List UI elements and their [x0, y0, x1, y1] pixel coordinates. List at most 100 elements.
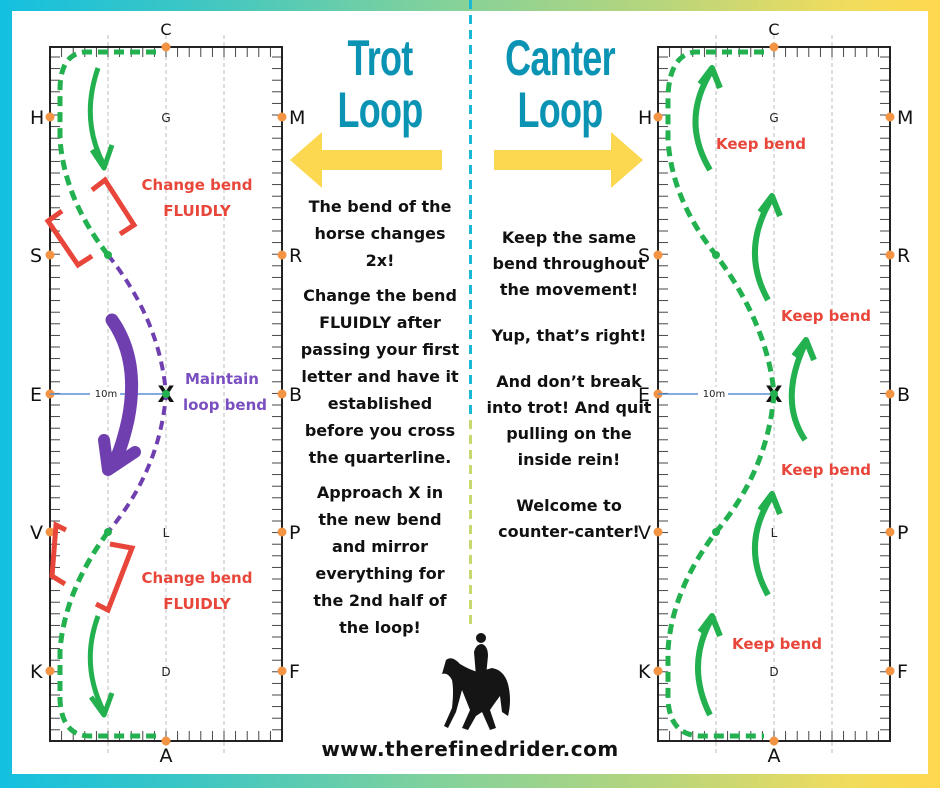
horse-body [442, 658, 510, 730]
canter-arrow-4-head [757, 491, 783, 516]
trot-waypoint [104, 251, 112, 259]
trot-marker-C [161, 42, 171, 52]
canter-letter-R: R [897, 245, 910, 267]
trot-purple-arrow [105, 313, 139, 472]
trot-path-green-top [57, 49, 156, 257]
canter-title: Canter Loop [502, 32, 617, 136]
canter-arrow-3 [788, 340, 809, 442]
canter-marker-M [885, 112, 895, 122]
canter-arena: HMGSREBVPLKFDCA10mX [638, 20, 913, 767]
canter-paragraph: And don’t break into trot! And quit pull… [486, 372, 652, 469]
trot-letter-V: V [30, 522, 43, 544]
trot-paragraph: Approach X in the new bend and mirror ev… [313, 483, 447, 637]
canter-marker-V [653, 527, 663, 537]
trot-letter-R: R [289, 245, 302, 267]
trot-paragraph: Change the bend FLUIDLY after passing yo… [300, 286, 460, 467]
canter-arrow-5 [695, 616, 715, 717]
trot-paragraph: The bend of the horse changes 2x! [308, 197, 452, 270]
canter-letter-F: F [897, 661, 908, 683]
arrow-left-icon [290, 132, 442, 188]
canter-arrow-5-head [697, 613, 723, 638]
canter-paragraph: Welcome to counter-canter! [498, 496, 640, 541]
trot-annotation-change-bend-2: Change bend [142, 569, 253, 587]
trot-letter-M: M [289, 107, 305, 129]
canter-arrow-1-head [697, 65, 723, 90]
canter-letter-M: M [897, 107, 913, 129]
canter-annotation-keep-bend-3: Keep bend [781, 461, 871, 479]
trot-annotation-maintain: Maintain [185, 370, 259, 388]
canter-letter-P: P [897, 522, 908, 544]
trot-letter-F: F [289, 661, 300, 683]
canter-distance-bg [698, 387, 728, 399]
rider-body [474, 644, 488, 676]
canter-marker-R [885, 250, 895, 260]
trot-title-line2: Loop [337, 82, 423, 138]
canter-paragraph: Yup, that’s right! [491, 326, 647, 345]
canter-marker-P [885, 527, 895, 537]
canter-waypoint [770, 390, 778, 398]
canter-letter-B: B [897, 384, 910, 406]
canter-arrow-3-head [791, 337, 817, 362]
trot-marker-H [45, 112, 55, 122]
trot-waypoint [104, 528, 112, 536]
trot-letter-C: C [160, 20, 171, 39]
canter-letter-C: C [768, 20, 779, 39]
arrow-right-icon [494, 132, 643, 188]
trot-letter-K: K [30, 661, 43, 683]
trot-annotation-loop-bend: loop bend [183, 396, 267, 414]
trot-letter-L: L [163, 526, 170, 540]
canter-waypoint [712, 528, 720, 536]
canter-description: Keep the same bend throughout the moveme… [484, 225, 654, 553]
canter-marker-K [653, 666, 663, 676]
trot-bracket-left-top [44, 208, 94, 269]
trot-marker-P [277, 527, 287, 537]
canter-letter-G: G [769, 111, 778, 125]
center-divider-lower [469, 420, 472, 630]
trot-marker-F [277, 666, 287, 676]
trot-letter-P: P [289, 522, 300, 544]
canter-annotation-keep-bend-2: Keep bend [781, 307, 871, 325]
canter-letter-S: S [638, 245, 650, 267]
canter-marker-S [653, 250, 663, 260]
canter-letter-H: H [638, 107, 652, 129]
canter-distance-label: 10m [703, 389, 725, 400]
canter-arrow-1 [692, 68, 715, 172]
trot-letter-H: H [30, 107, 44, 129]
canter-waypoint [712, 251, 720, 259]
canter-paragraph: Keep the same bend throughout the moveme… [492, 228, 646, 299]
trot-green-arrowhead-bottom [88, 692, 115, 718]
canter-annotation-keep-bend-4: Keep bend [732, 635, 822, 653]
trot-marker-V [45, 527, 55, 537]
trot-green-arrowhead-top [89, 144, 115, 171]
trot-waypoint [162, 390, 170, 398]
trot-green-arrow-top [87, 67, 107, 167]
trot-title-line1: Trot [347, 30, 413, 86]
trot-distance-bg [90, 387, 120, 399]
trot-letter-G: G [161, 111, 170, 125]
website-url[interactable]: www.therefinedrider.com [321, 737, 619, 761]
trot-annotation-fluidly-1: FLUIDLY [163, 202, 232, 220]
canter-letter-V: V [638, 522, 651, 544]
trot-marker-A [161, 736, 171, 746]
canter-marker-A [769, 736, 779, 746]
trot-marker-B [277, 389, 287, 399]
canter-arrow-4 [751, 494, 775, 597]
trot-marker-K [45, 666, 55, 676]
canter-letter-A: A [768, 745, 781, 767]
trot-bracket-left-bottom [49, 521, 68, 587]
canter-arrow-2-head [757, 193, 783, 218]
canter-title-line1: Canter [505, 30, 615, 86]
canter-title-line2: Loop [517, 82, 603, 138]
canter-arrow-2 [751, 196, 775, 302]
trot-purple-arrowhead [98, 434, 141, 476]
canter-letter-K: K [638, 661, 651, 683]
trot-letter-S: S [30, 245, 42, 267]
trot-letter-D: D [161, 665, 170, 679]
trot-marker-M [277, 112, 287, 122]
canter-letter-D: D [769, 665, 778, 679]
canter-marker-H [653, 112, 663, 122]
canter-annotation-keep-bend-1: Keep bend [716, 135, 806, 153]
trot-title: Trot Loop [330, 32, 431, 136]
trot-marker-R [277, 250, 287, 260]
